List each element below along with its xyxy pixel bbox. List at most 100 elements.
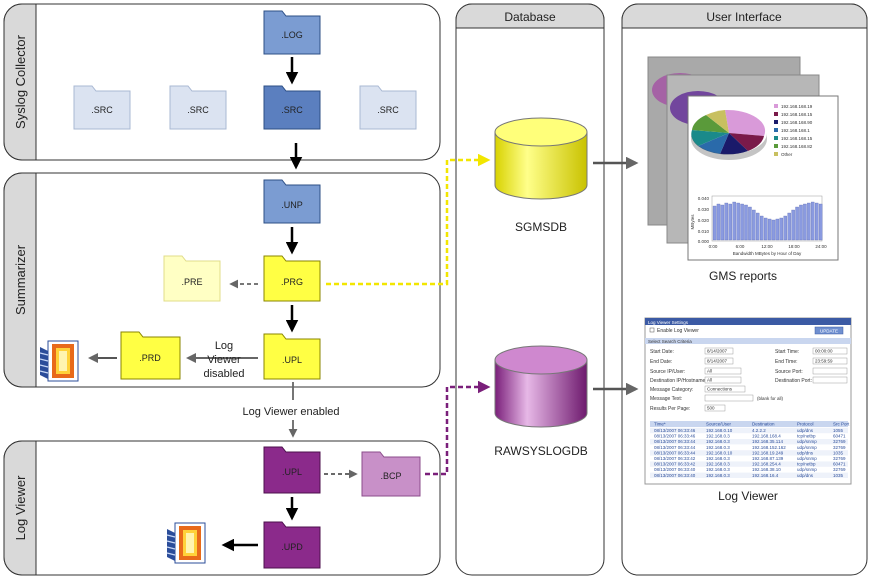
table-cell: 1035 — [833, 450, 844, 455]
svg-text:192.168.168.1: 192.168.168.1 — [781, 128, 810, 133]
svg-text:0.030: 0.030 — [698, 207, 710, 212]
table-cell: udp/dns — [797, 428, 814, 433]
svg-text:192.168.168.15: 192.168.168.15 — [781, 136, 813, 141]
table-row — [650, 439, 848, 445]
flow-arrows — [88, 57, 639, 552]
svg-text:24:00: 24:00 — [815, 244, 827, 249]
svg-text:Destination Port:: Destination Port: — [775, 378, 812, 384]
bandwidth-bar-chart: 0.040 0.030 0.020 0.010 0.000 MBytes 0:0… — [690, 195, 827, 256]
folder-src-pale-2: .SRC — [169, 85, 227, 130]
bar — [732, 201, 736, 241]
table-cell: 08/13/2007 06:33:46 — [654, 428, 696, 433]
table-cell: 192.168.16.4 — [752, 473, 779, 478]
user-interface-header: User Interface — [706, 10, 782, 24]
svg-text:(blank for all): (blank for all) — [757, 396, 784, 401]
pie-chart-icon — [691, 109, 767, 160]
sgmsdb-label: SGMSDB — [515, 220, 567, 234]
database-column: Database — [455, 3, 605, 576]
svg-text:6:00: 6:00 — [736, 244, 745, 249]
folder-pre: .PRE — [163, 255, 221, 302]
folder-src-pale-3: .SRC — [359, 85, 417, 130]
bar — [728, 203, 732, 241]
table-cell: udp/dns — [797, 473, 814, 478]
svg-text:Message Text:: Message Text: — [650, 396, 682, 402]
folder-bcp: .BCP — [361, 451, 421, 497]
bar — [763, 217, 768, 241]
svg-text:.SRC: .SRC — [91, 105, 113, 115]
log-viewer-screenshot: Log Viewer Settings Enable Log Viewer UP… — [644, 317, 852, 503]
table-cell: 192.168.152.162 — [752, 445, 786, 450]
svg-text:Message Category:: Message Category: — [650, 387, 693, 393]
sgmsdb-database-icon: SGMSDB — [494, 117, 588, 234]
svg-text:Other: Other — [781, 152, 793, 157]
table-cell: tcp/netbp — [797, 462, 816, 467]
svg-text:Destination IP/Hostname:: Destination IP/Hostname: — [650, 378, 707, 384]
svg-text:.SRC: .SRC — [377, 105, 399, 115]
table-cell: 192.168.38.10 — [752, 467, 781, 472]
syslog-collector-panel: Syslog Collector — [3, 3, 441, 161]
svg-text:0:00: 0:00 — [709, 244, 718, 249]
bar — [775, 218, 780, 241]
svg-text:0.010: 0.010 — [698, 229, 710, 234]
svg-text:End Date:: End Date: — [650, 359, 672, 365]
table-row — [650, 461, 848, 467]
bar — [712, 205, 717, 241]
table-cell: 192.168.0.3 — [706, 434, 730, 439]
svg-text:Src Port: Src Port — [833, 422, 850, 427]
table-cell: 60471 — [833, 462, 846, 467]
svg-text:Destination: Destination — [752, 422, 775, 427]
bar — [744, 204, 748, 241]
folder-upl: .UPL — [263, 333, 321, 380]
folder-prd: .PRD — [120, 331, 181, 380]
bar-series — [712, 201, 823, 241]
svg-text:Enable Log Viewer: Enable Log Viewer — [657, 328, 699, 334]
table-row — [650, 450, 848, 456]
svg-text:00:00:00: 00:00:00 — [815, 349, 833, 354]
svg-text:.UPD: .UPD — [281, 542, 303, 552]
table-cell: udp/snmp — [797, 467, 817, 472]
table-cell: 192.168.0.10 — [706, 450, 733, 455]
bar — [748, 206, 752, 241]
bar — [811, 201, 815, 241]
table-cell: 32769 — [833, 467, 846, 472]
log-viewer-disabled-line2: Viewer — [207, 354, 241, 366]
svg-text:192.168.168.15: 192.168.168.15 — [781, 112, 813, 117]
table-cell: tcp/netbp — [797, 434, 816, 439]
svg-text:.SRC: .SRC — [281, 105, 303, 115]
folder-log: .LOG — [263, 10, 321, 55]
bar — [771, 219, 776, 241]
svg-text:All: All — [707, 378, 712, 383]
bar — [736, 202, 740, 241]
svg-text:Source Port:: Source Port: — [775, 369, 803, 375]
pie-legend: 192.168.168.19 192.168.168.15 192.168.16… — [774, 104, 813, 157]
table-cell: 192.168.0.3 — [706, 462, 730, 467]
svg-text:Protocol: Protocol — [797, 422, 814, 427]
table-cell: udp/snmp — [797, 439, 817, 444]
table-row — [650, 472, 848, 478]
bar — [814, 202, 819, 241]
svg-text:192.168.168.82: 192.168.168.82 — [781, 144, 813, 149]
table-cell: udp/snmp — [797, 456, 817, 461]
svg-text:18:00: 18:00 — [788, 244, 800, 249]
folder-prg: .PRG — [263, 255, 321, 302]
svg-text:.PRG: .PRG — [281, 277, 303, 287]
log-viewer-disabled-line1: Log — [215, 340, 233, 352]
bar — [724, 202, 729, 241]
svg-text:.LOG: .LOG — [281, 30, 303, 40]
summarizer-label: Summarizer — [13, 244, 28, 315]
table-cell: 192.168.0.10 — [706, 428, 733, 433]
bar — [716, 203, 721, 241]
svg-text:0.020: 0.020 — [698, 218, 710, 223]
gms-reports-caption: GMS reports — [709, 269, 777, 283]
folder-upd: .UPD — [263, 521, 321, 569]
table-cell: udp/snmp — [797, 445, 817, 450]
rawsyslogdb-label: RAWSYSLOGDB — [494, 444, 588, 458]
update-button[interactable]: UPDATE — [820, 329, 838, 334]
svg-text:.BCP: .BCP — [380, 471, 401, 481]
svg-text:Select Search Criteria: Select Search Criteria — [648, 339, 692, 344]
svg-text:Time*: Time* — [654, 422, 666, 427]
svg-text:End Time:: End Time: — [775, 359, 798, 365]
table-cell: 08/13/2007 06:33:44 — [654, 450, 696, 455]
bar — [803, 203, 807, 241]
